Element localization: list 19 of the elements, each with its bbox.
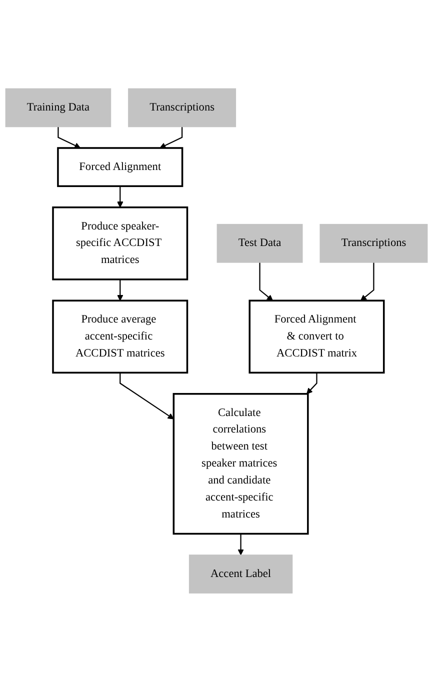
arrow xyxy=(238,534,244,556)
arrow xyxy=(306,372,318,394)
arrow xyxy=(120,372,174,420)
node-box: Transcriptions xyxy=(128,88,236,128)
arrow xyxy=(360,262,374,301)
node-box: Calculate correlations between test speaker matrices and candidate accent-specific matrices xyxy=(172,393,309,535)
arrow xyxy=(117,280,124,301)
node-box: Test Data xyxy=(216,224,303,263)
node-box: Forced Alignment xyxy=(57,147,184,188)
node-box: Training Data xyxy=(5,88,112,128)
node-box: Produce speaker-specific ACCDIST matrices xyxy=(52,206,188,280)
node-box: Accent Label xyxy=(188,554,293,594)
arrow xyxy=(117,186,124,208)
arrow xyxy=(58,126,81,148)
node-box: Produce average accent-specific ACCDIST matrices xyxy=(52,300,188,374)
node-box: Forced Alignment & convert to ACCDIST matrix xyxy=(248,300,385,374)
arrow xyxy=(259,262,273,301)
node-box: Transcriptions xyxy=(320,224,428,263)
arrow xyxy=(160,126,183,148)
